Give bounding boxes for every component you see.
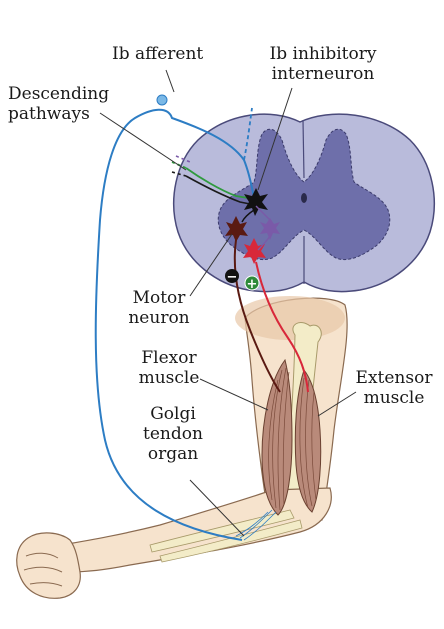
leader-lines xyxy=(99,69,357,537)
descending-pathway-purple-dashed xyxy=(175,155,191,163)
label-flexor-muscle: Flexor muscle xyxy=(136,348,202,388)
leader-flexor xyxy=(199,378,269,411)
leader-golgi xyxy=(189,479,245,537)
interneuron-link xyxy=(255,205,271,221)
descending-pathway-dark xyxy=(185,175,251,205)
label-motor-line1: Motor xyxy=(132,288,186,308)
extensor-motor-axon xyxy=(255,261,309,393)
radius-bone xyxy=(149,509,295,553)
label-motor-neuron: Motor neuron xyxy=(122,288,196,328)
ib-afferent-fiber xyxy=(94,108,255,541)
dorsal-root-ganglion xyxy=(156,94,168,106)
flexor-muscle-fibers xyxy=(268,367,290,511)
label-flexor-line2: muscle xyxy=(138,368,200,388)
inhibitory-minus-icon: − xyxy=(225,269,239,285)
label-extensor-line1: Extensor xyxy=(355,368,433,388)
label-ib-inhibitory-line1: Ib inhibitory xyxy=(269,44,377,64)
finger-crease-3 xyxy=(29,582,63,587)
extensor-muscle-fibers xyxy=(299,377,317,509)
afferent-ascending-branch xyxy=(243,107,253,161)
label-flexor-line1: Flexor xyxy=(141,348,197,368)
central-canal xyxy=(301,193,307,203)
extensor-muscle xyxy=(294,368,322,513)
label-golgi-line3: organ xyxy=(147,444,199,464)
flexor-motor-axon xyxy=(233,239,281,393)
flexor-motor-neuron xyxy=(225,216,248,242)
svg-text:+: + xyxy=(247,277,258,292)
leader-motor-neuron xyxy=(189,233,233,297)
ib-inhibitory-interneuron xyxy=(244,188,268,216)
inhibitory-synapse-path xyxy=(241,209,255,223)
label-descending-line2: pathways xyxy=(8,104,90,124)
excitatory-synapse-path xyxy=(257,235,271,251)
leader-extensor xyxy=(317,391,357,417)
label-golgi-line1: Golgi xyxy=(150,404,196,424)
finger-crease-1 xyxy=(25,552,59,559)
descending-pathway-green xyxy=(185,167,249,199)
golgi-tendon-organ xyxy=(235,509,277,541)
leader-ib-afferent xyxy=(165,69,175,93)
svg-text:−: − xyxy=(227,270,238,285)
label-descending-line1: Descending xyxy=(8,84,110,104)
leader-descending xyxy=(99,112,187,171)
label-ib-inhibitory-interneuron: Ib inhibitory interneuron xyxy=(258,44,388,84)
label-motor-line2: neuron xyxy=(128,308,190,328)
label-extensor-line2: muscle xyxy=(363,388,425,408)
finger-crease-2 xyxy=(23,566,63,573)
excitatory-interneuron xyxy=(260,218,280,240)
label-extensor-muscle: Extensor muscle xyxy=(352,368,436,408)
extensor-motor-neuron xyxy=(243,238,266,264)
label-ib-inhibitory-line2: interneuron xyxy=(271,64,375,84)
label-ib-afferent: Ib afferent xyxy=(112,44,204,64)
label-golgi-tendon-organ: Golgi tendon organ xyxy=(140,404,206,464)
label-golgi-line2: tendon xyxy=(143,424,203,444)
label-descending-pathways: Descending pathways xyxy=(8,84,109,124)
excitatory-plus-icon: + xyxy=(244,275,260,292)
leader-interneuron xyxy=(257,87,293,191)
posterior-median-sulcus xyxy=(302,119,305,179)
hand-fist xyxy=(16,532,81,599)
descending-pathway-dark-dashed xyxy=(171,171,187,177)
